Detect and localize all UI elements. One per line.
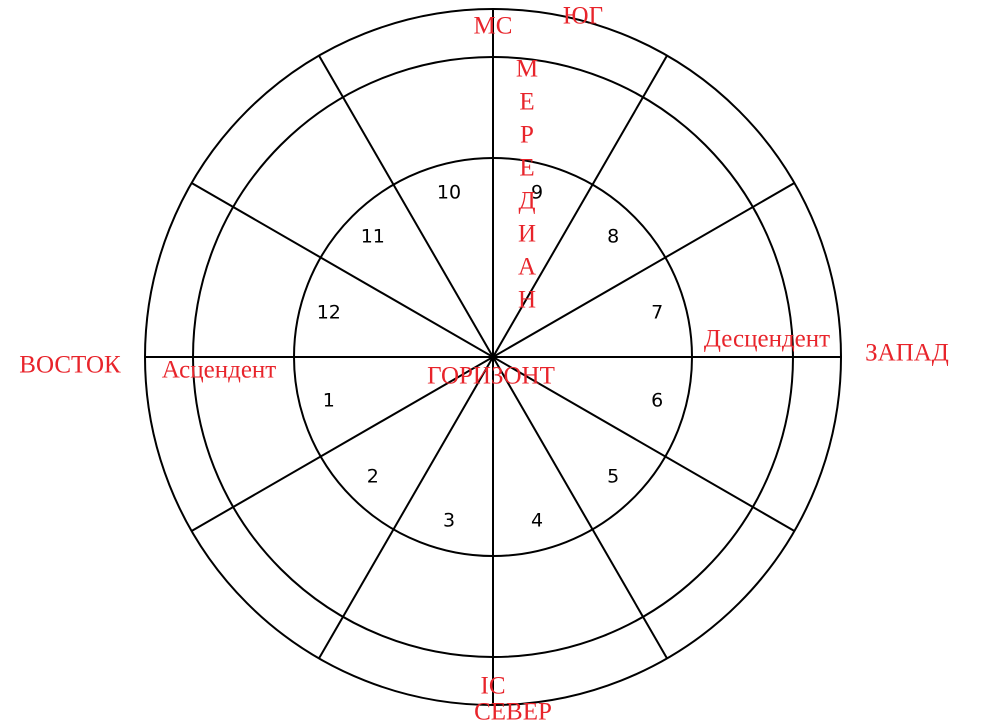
house-number-7: 7: [651, 302, 663, 324]
mc-label: МС: [474, 13, 513, 40]
house-number-11: 11: [361, 225, 385, 247]
west-label: ЗАПАД: [865, 340, 949, 367]
east-label: ВОСТОК: [19, 352, 121, 379]
meridian-letter: Н: [518, 287, 536, 314]
house-number-4: 4: [531, 510, 543, 532]
south-label: ЮГ: [563, 3, 603, 30]
meridian-letter: М: [516, 56, 538, 83]
meridian-letter: Д: [518, 188, 535, 215]
house-number-10: 10: [437, 181, 461, 203]
house-number-6: 6: [651, 389, 663, 411]
ascendant-label: Асцендент: [162, 357, 277, 384]
house-number-12: 12: [317, 302, 341, 324]
meridian-letter: Е: [519, 89, 534, 116]
house-number-5: 5: [607, 466, 619, 488]
ic-label: IC: [481, 673, 506, 700]
house-number-2: 2: [367, 466, 379, 488]
meridian-letter: И: [518, 221, 536, 248]
meridian-letter: А: [518, 254, 536, 281]
cusp-line: [191, 182, 795, 532]
descendant-label: Десцендент: [704, 326, 830, 353]
house-cusp-lines: [145, 9, 841, 705]
horizon-label: ГОРИЗОНТ: [427, 363, 555, 390]
house-number-3: 3: [443, 510, 455, 532]
meridian-letter: Е: [519, 155, 534, 182]
house-number-9: 9: [531, 181, 543, 203]
house-number-1: 1: [323, 389, 335, 411]
meridian-letter: Р: [520, 122, 534, 149]
house-number-8: 8: [607, 225, 619, 247]
north-label: СЕВЕР: [474, 699, 552, 724]
